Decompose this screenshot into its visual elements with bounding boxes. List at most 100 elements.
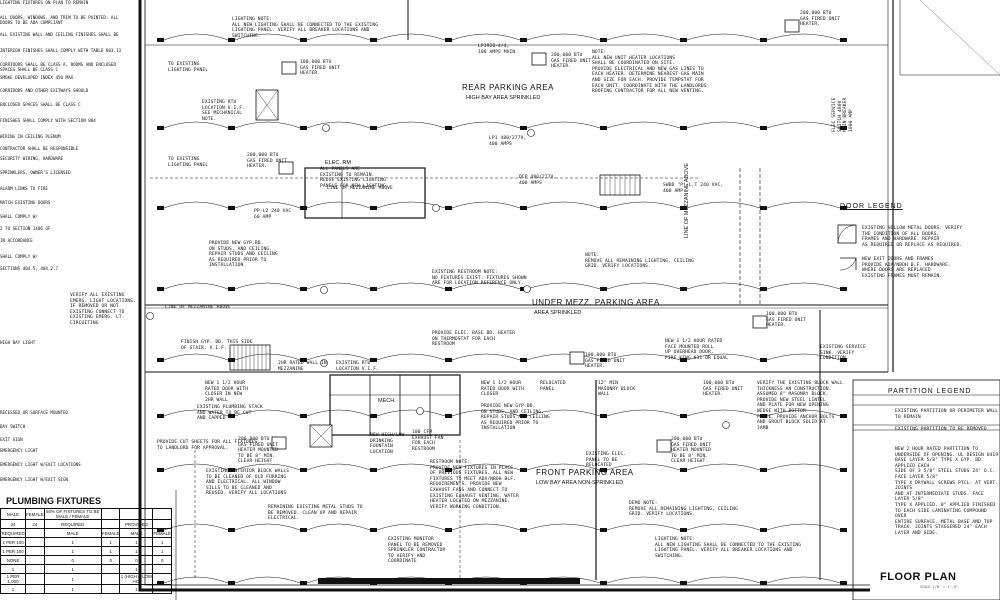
light-fixture bbox=[760, 468, 767, 472]
light-fixture bbox=[370, 414, 377, 418]
left-note-item: WIRING IN CEILING PLENUM bbox=[0, 134, 61, 139]
exhaust-fan-note: 100 CFM EXHAUST FAN FOR EACH RESTROOM bbox=[412, 430, 444, 452]
light-fixture bbox=[760, 358, 767, 362]
light-fixture bbox=[370, 287, 377, 291]
circuit-arc bbox=[526, 282, 601, 290]
circuit-arc bbox=[306, 121, 371, 129]
circuit-arc bbox=[163, 409, 229, 417]
light-fixture bbox=[520, 528, 527, 532]
area-label-rear: REAR PARKING AREA bbox=[462, 83, 554, 92]
circuit-arc bbox=[606, 33, 681, 41]
fixture-cut-sheet-note: PROVIDE CUT SHEETS FOR ALL FIXTURES TO L… bbox=[157, 440, 258, 451]
plumbing-table-cell bbox=[25, 555, 45, 565]
circuit-arc bbox=[376, 282, 446, 290]
light-fixture bbox=[600, 358, 607, 362]
lighting-panel-note-1: TO EXISTING LIGHTING PANEL bbox=[168, 62, 209, 73]
partition-legend-title: PARTITION LEGEND bbox=[888, 388, 972, 395]
light-fixture bbox=[228, 581, 235, 585]
lighting-note-top: LIGHTING NOTE: ALL NEW LIGHTING SHALL BE… bbox=[232, 17, 379, 39]
light-fixtures bbox=[157, 38, 847, 585]
circuit-arc bbox=[766, 523, 841, 531]
light-fixture bbox=[228, 414, 235, 418]
new-door-2hr-note: NEW 1 1/2 HOUR RATED DOOR WITH CLOSER IN… bbox=[205, 381, 248, 403]
circuit-arc bbox=[234, 463, 301, 471]
light-fixture bbox=[840, 358, 847, 362]
panels-note: ALL PANELS ARE EXISTING TO REMAIN. REUSE… bbox=[320, 167, 386, 189]
left-note-item: SMOKE DEVELOPED INDEX 450 MAX bbox=[0, 75, 74, 80]
light-fixture bbox=[300, 126, 307, 130]
plumbing-table-cell bbox=[152, 573, 172, 585]
left-note-item: ALARM LINKS TO FIRE bbox=[0, 186, 48, 191]
plumbing-table-cell bbox=[152, 508, 172, 520]
light-fixture bbox=[445, 206, 452, 210]
light-fixture bbox=[520, 468, 527, 472]
light-fixture bbox=[157, 38, 164, 42]
light-fixture bbox=[157, 206, 164, 210]
circuit-arc bbox=[451, 523, 521, 531]
area-sublabel-under-mezz: AREA SPRINKLED bbox=[534, 310, 582, 316]
circuit-arc bbox=[606, 201, 681, 209]
circuit-arc bbox=[526, 463, 601, 471]
plumbing-table-cell: 24 bbox=[25, 519, 45, 529]
plumbing-stack-note: EXISTING PLUMBING STACK AND WATER TO BE … bbox=[197, 405, 263, 422]
circuit-arc bbox=[163, 201, 229, 209]
circuit-arc bbox=[163, 523, 229, 531]
swbd-note: SWBD "P"-L,T 240 VAC, 400 AMP bbox=[663, 183, 724, 194]
drawing-title: FLOOR PLAN bbox=[880, 571, 957, 583]
rtu-location-note: EXISTING RTU LOCATION V.I.F. bbox=[336, 361, 379, 372]
mech-room-label: MECH. bbox=[378, 398, 396, 404]
left-note-item: INTERIOR FINISHES SHALL COMPLY WITH TABL… bbox=[0, 48, 122, 53]
left-note-item: ALL DOORS, WINDOWS, AND TRIM TO BE PAINT… bbox=[0, 15, 119, 25]
plumbing-table-cell: FEMALE bbox=[152, 528, 172, 538]
circuit-arc bbox=[234, 409, 301, 417]
light-fixture bbox=[300, 38, 307, 42]
light-fixture bbox=[370, 358, 377, 362]
light-fixture bbox=[370, 206, 377, 210]
light-fixture bbox=[600, 38, 607, 42]
light-fixture bbox=[840, 206, 847, 210]
circuit-arc bbox=[451, 409, 521, 417]
partition-legend-item-2: EXISTING PARTITION TO BE REMOVED bbox=[895, 427, 987, 432]
light-fixture bbox=[520, 126, 527, 130]
circuit-arc bbox=[376, 121, 446, 129]
demo-note: DEMO NOTE: REMOVE ALL REMAINING LIGHTING… bbox=[629, 501, 738, 518]
light-fixture bbox=[760, 581, 767, 585]
circuit-arc bbox=[766, 121, 841, 129]
light-fixture bbox=[300, 581, 307, 585]
elec-panel-relocate-note: EXISTING ELEC. PANEL TO BE RELOCATED bbox=[586, 452, 627, 469]
light-fixture bbox=[840, 38, 847, 42]
water-heater-note: PROVIDE ELEC. BASE BD. HEATER ON THERMOS… bbox=[432, 331, 516, 348]
drawing-scale: SCALE 1/8" = 1'-0" bbox=[920, 585, 958, 589]
circuit-arc bbox=[163, 463, 229, 471]
circuit-arc bbox=[451, 282, 521, 290]
plumbing-table-cell bbox=[25, 584, 45, 594]
light-fixture bbox=[680, 206, 687, 210]
area-sublabel-rear: HIGH BAY AREA SPRINKLED bbox=[466, 95, 541, 101]
plumbing-table-cell: 1 PER 100 bbox=[0, 537, 27, 547]
left-note-item: ENCLOSED SPACES SHALL BE CLASS C bbox=[0, 102, 81, 107]
circuit-arc bbox=[376, 576, 446, 584]
circuit-arc bbox=[306, 353, 371, 361]
light-fixture bbox=[445, 414, 452, 418]
plumbing-table-cell: 1 bbox=[119, 584, 154, 594]
plumbing-table-cell: 0 bbox=[152, 555, 172, 565]
heater-note-100k-c: 100,000 BTU GAS FIRED UNIT HEATER. bbox=[766, 312, 807, 329]
plumbing-table-cell: 1 bbox=[43, 573, 102, 585]
plumbing-fixtures-title: PLUMBING FIXTURES bbox=[6, 496, 102, 506]
circuit-arc bbox=[766, 282, 841, 290]
light-fixture bbox=[228, 38, 235, 42]
circuit-arc bbox=[686, 282, 761, 290]
verify-emergency-note: VERIFY ALL EXISTING EMERG. LIGHT LOCATIO… bbox=[70, 293, 136, 326]
light-fixture bbox=[445, 468, 452, 472]
light-fixture bbox=[600, 468, 607, 472]
lighting-panel-note-2: TO EXISTING LIGHTING PANEL bbox=[168, 157, 209, 168]
light-fixture bbox=[680, 581, 687, 585]
unit-heaters bbox=[255, 19, 800, 453]
circuit-arc bbox=[306, 282, 371, 290]
plumbing-table-cell: 1 bbox=[100, 546, 121, 556]
